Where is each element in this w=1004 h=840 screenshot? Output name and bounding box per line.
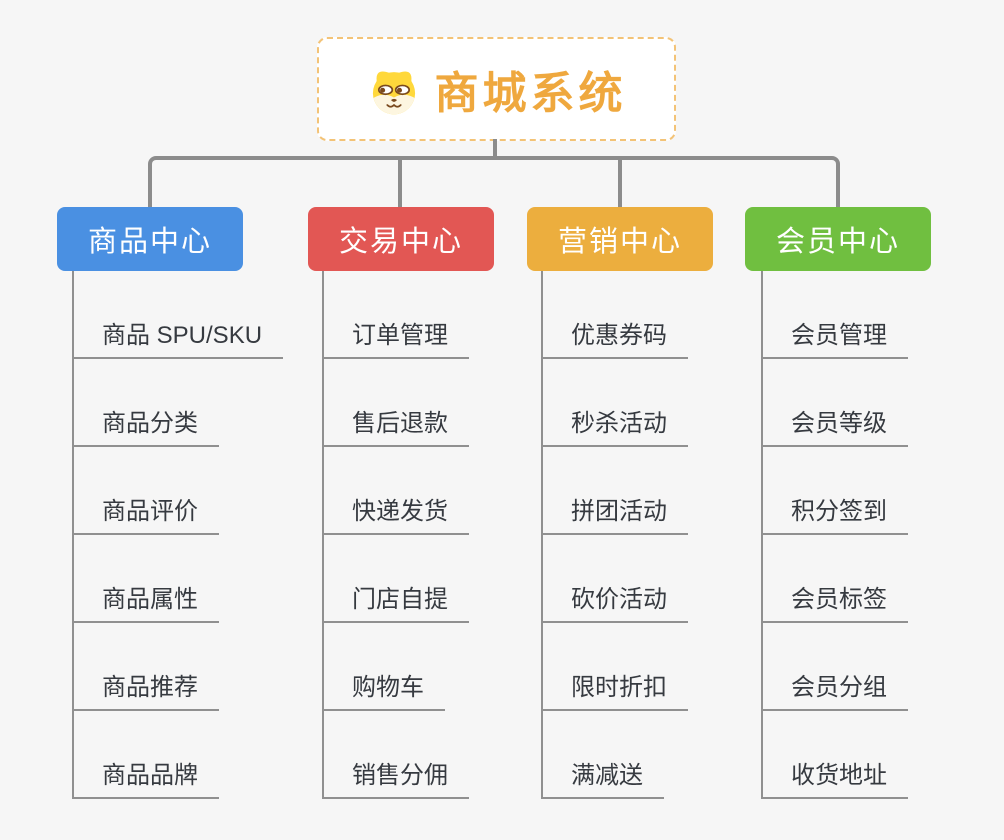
connector-drop-marketing [618,160,622,210]
child-topic[interactable]: 快递发货 [324,447,469,535]
branch-node-product-center[interactable]: 商品中心 [57,207,243,271]
child-topic[interactable]: 收货地址 [763,711,908,799]
child-topic[interactable]: 商品分类 [74,359,219,447]
root-title: 商城系统 [434,69,627,118]
children-marketing-center: 优惠券码 秒杀活动 拼团活动 砍价活动 限时折扣 满减送 [541,271,688,799]
child-topic[interactable]: 商品 SPU/SKU [74,271,284,359]
child-topic[interactable]: 满减送 [543,711,664,799]
child-topic[interactable]: 商品属性 [74,535,219,623]
branch-node-member-center[interactable]: 会员中心 [745,207,931,271]
connector-bus [148,156,840,210]
connector-drop-trade [398,160,402,210]
child-topic[interactable]: 商品推荐 [74,623,219,711]
connector-root-stem [493,139,497,158]
child-topic[interactable]: 门店自提 [324,535,469,623]
child-topic[interactable]: 秒杀活动 [543,359,688,447]
child-topic[interactable]: 购物车 [324,623,445,711]
branch-node-trade-center[interactable]: 交易中心 [308,207,494,271]
child-topic[interactable]: 会员管理 [763,271,908,359]
children-trade-center: 订单管理 售后退款 快递发货 门店自提 购物车 销售分佣 [322,271,469,799]
child-topic[interactable]: 订单管理 [324,271,469,359]
child-topic[interactable]: 积分签到 [763,447,908,535]
child-topic[interactable]: 商品品牌 [74,711,219,799]
child-topic[interactable]: 优惠券码 [543,271,688,359]
child-topic[interactable]: 售后退款 [324,359,469,447]
child-topic[interactable]: 拼团活动 [543,447,688,535]
child-topic[interactable]: 砍价活动 [543,535,688,623]
branch-node-marketing-center[interactable]: 营销中心 [527,207,713,271]
child-topic[interactable]: 会员分组 [763,623,908,711]
root-node[interactable]: 商城系统 [317,37,676,141]
children-product-center: 商品 SPU/SKU 商品分类 商品评价 商品属性 商品推荐 商品品牌 [72,271,284,799]
children-member-center: 会员管理 会员等级 积分签到 会员标签 会员分组 收货地址 [761,271,908,799]
child-topic[interactable]: 限时折扣 [543,623,688,711]
child-topic[interactable]: 销售分佣 [324,711,469,799]
dog-face-icon [372,71,415,115]
child-topic[interactable]: 商品评价 [74,447,219,535]
child-topic[interactable]: 会员标签 [763,535,908,623]
child-topic[interactable]: 会员等级 [763,359,908,447]
